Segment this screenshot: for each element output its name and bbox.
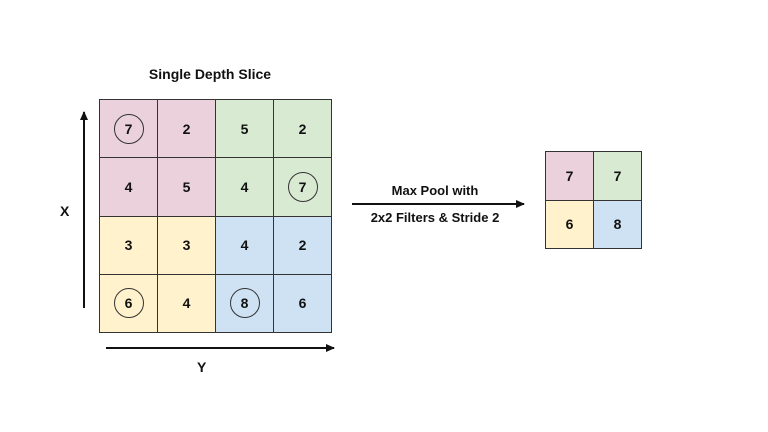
max-value-circle: 8 [229, 288, 260, 319]
cell-value: 3 [182, 237, 191, 254]
input-cell: 6 [100, 274, 158, 333]
cell-value: 7 [613, 167, 622, 184]
cell-value: 2 [298, 237, 307, 254]
x-axis-label: X [60, 203, 70, 219]
input-matrix: 7 2 5 2 4 5 4 7 3 3 4 2 6 4 8 6 [99, 99, 332, 333]
cell-value: 2 [182, 120, 191, 137]
cell-value: 4 [240, 237, 249, 254]
cell-value: 6 [565, 216, 574, 233]
cell-value: 7 [565, 167, 574, 184]
output-cell: 7 [546, 152, 594, 201]
input-cell: 3 [100, 216, 158, 275]
cell-value: 3 [124, 237, 133, 254]
output-matrix: 7 7 6 8 [545, 151, 642, 249]
operation-label-line1: Max Pool with [391, 183, 479, 198]
cell-value: 4 [182, 295, 191, 312]
cell-value: 2 [298, 120, 307, 137]
max-value-circle: 7 [113, 113, 144, 144]
input-cell: 2 [158, 100, 216, 159]
operation-label-line2: 2x2 Filters & Stride 2 [370, 210, 500, 225]
input-cell: 4 [100, 158, 158, 217]
input-cell: 7 [274, 158, 332, 217]
max-value-circle: 7 [287, 171, 318, 202]
input-cell: 3 [158, 216, 216, 275]
cell-value: 4 [124, 178, 133, 195]
input-cell: 2 [274, 216, 332, 275]
input-cell: 4 [216, 158, 274, 217]
input-cell: 5 [216, 100, 274, 159]
input-cell: 4 [216, 216, 274, 275]
cell-value: 8 [613, 216, 622, 233]
input-cell: 2 [274, 100, 332, 159]
input-cell: 8 [216, 274, 274, 333]
cell-value: 6 [298, 295, 307, 312]
diagram-title: Single Depth Slice [148, 66, 272, 82]
input-cell: 5 [158, 158, 216, 217]
input-cell: 7 [100, 100, 158, 159]
cell-value: 4 [240, 178, 249, 195]
output-cell: 7 [594, 152, 642, 201]
y-axis-label: Y [197, 359, 207, 375]
output-cell: 6 [546, 200, 594, 249]
input-cell: 4 [158, 274, 216, 333]
cell-value: 5 [240, 120, 249, 137]
output-cell: 8 [594, 200, 642, 249]
cell-value: 5 [182, 178, 191, 195]
input-cell: 6 [274, 274, 332, 333]
max-value-circle: 6 [113, 288, 144, 319]
